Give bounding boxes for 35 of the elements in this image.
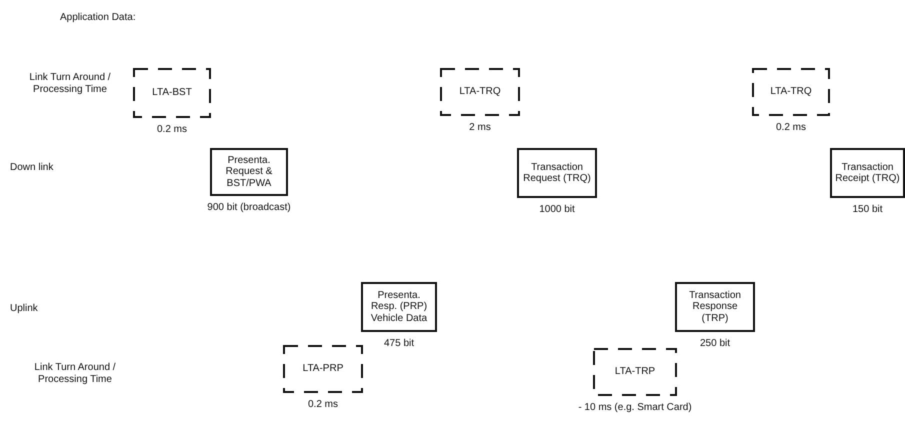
dashed-box [440,68,520,116]
node-text: Transaction Response (TRP) [688,290,742,324]
node-text: Presenta. Resp. (PRP) Vehicle Data [370,290,428,324]
node-text: LTA-TRQ [770,86,812,98]
dashed-box [283,345,363,393]
node-caption: 475 bit [382,338,416,350]
node-caption: 0.2 ms [156,124,188,136]
dashed-box [593,348,677,396]
node-caption: 0.2 ms [774,122,807,134]
node-text: LTA-TRQ [459,86,501,98]
node-caption: 0.2 ms [306,399,339,411]
node-caption: 1000 bit [538,204,576,216]
process-box [517,148,597,198]
dashed-box [752,68,830,116]
process-box [675,282,755,332]
node-text: LTA-PRP [302,363,344,375]
row-label: Link Turn Around / Processing Time [28,72,112,96]
process-box [210,148,288,196]
node-caption: 2 ms [468,122,492,134]
node-text: Presenta. Request & BST/PWA [224,154,274,190]
process-box [830,148,905,198]
node-caption: 250 bit [698,338,732,350]
node-text: LTA-TRP [614,366,656,378]
row-label: Application Data: [60,12,136,24]
node-caption: 900 bit (broadcast) [206,202,292,214]
row-label: Link Turn Around / Processing Time [33,362,117,386]
dashed-box [133,68,211,118]
row-label: Uplink [10,303,38,315]
row-label: Down link [10,162,54,174]
process-box [361,282,437,332]
node-caption: - 10 ms (e.g. Smart Card) [577,402,693,414]
node-text: LTA-BST [152,87,192,99]
node-text: Transaction Request (TRQ) [522,162,592,184]
node-caption: 150 bit [851,204,884,216]
node-text: Transaction Receipt (TRQ) [834,162,901,184]
